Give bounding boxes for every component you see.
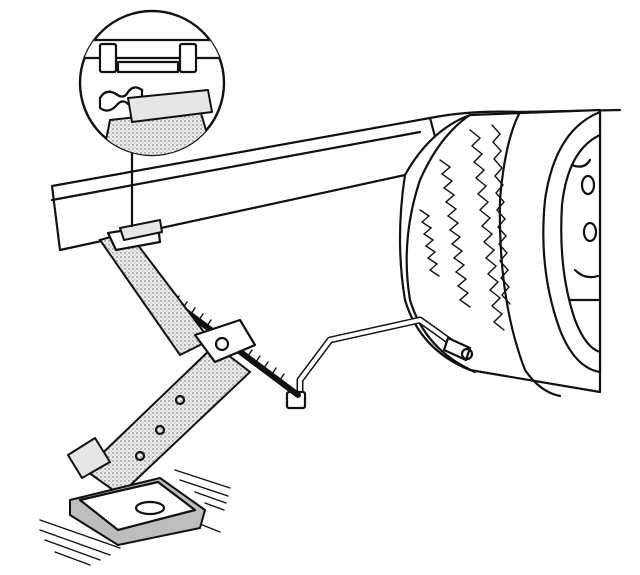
ground-hatching <box>39 469 231 566</box>
scissor-jack <box>67 219 257 497</box>
jack-handle <box>285 316 474 410</box>
wheel-rim <box>542 110 602 374</box>
magnified-detail <box>78 9 226 157</box>
jack-base-plate <box>69 477 206 546</box>
